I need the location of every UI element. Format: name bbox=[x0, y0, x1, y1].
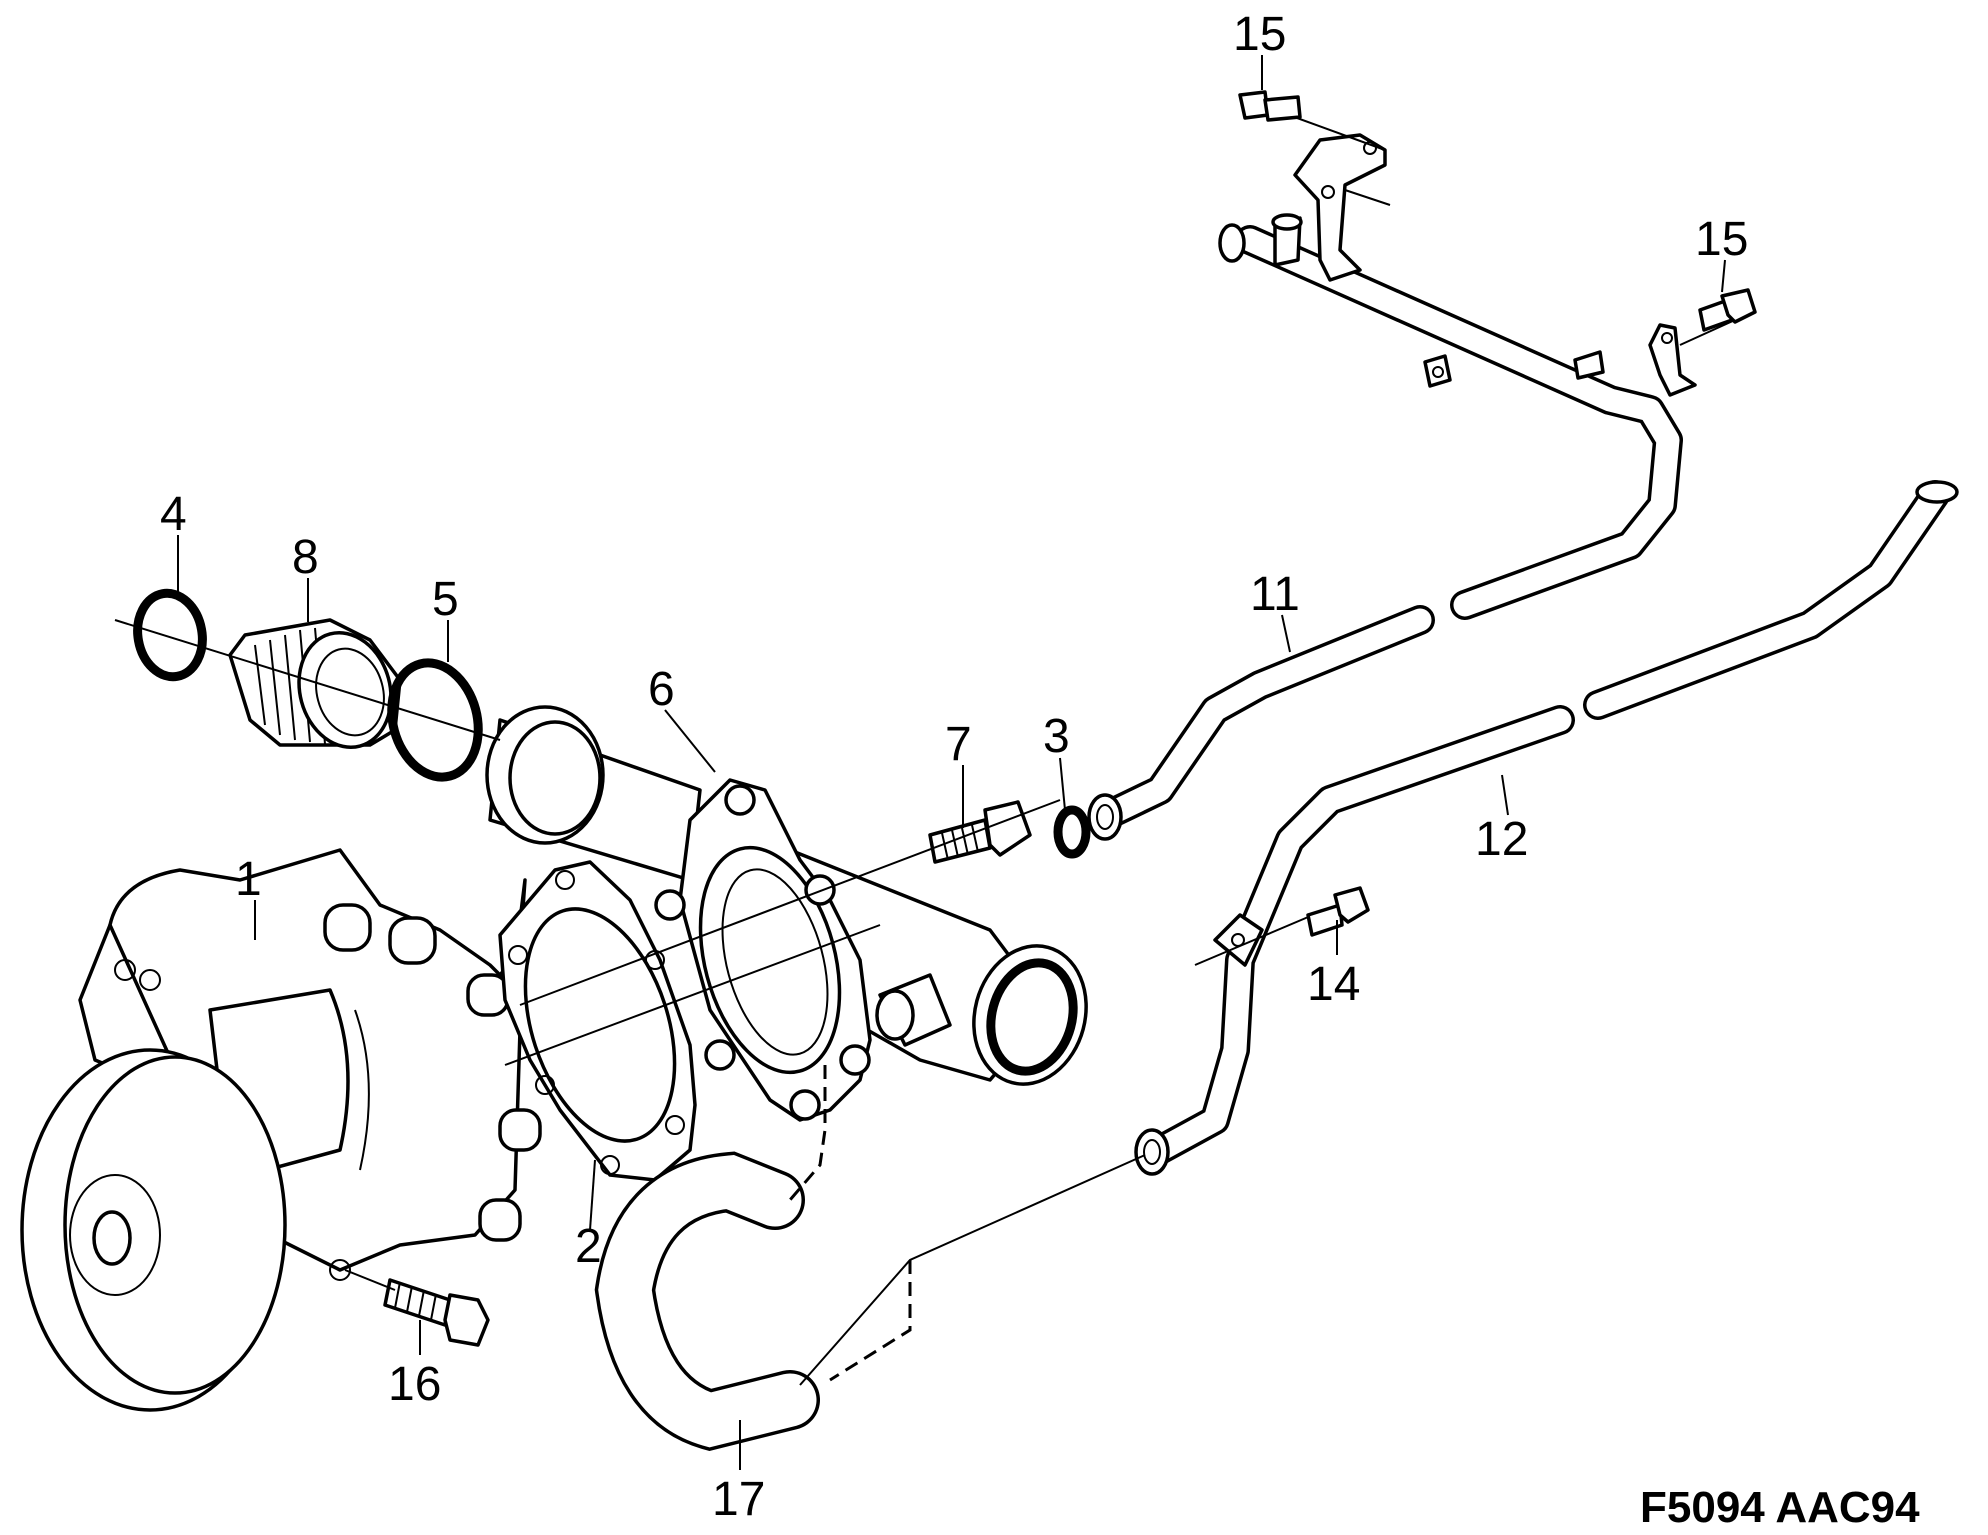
gasket-part-2 bbox=[498, 860, 697, 1182]
callout-4: 4 bbox=[160, 488, 187, 541]
callout-labels: 1 2 3 4 5 6 7 8 11 12 14 15 15 16 17 bbox=[160, 8, 1748, 1526]
callout-6: 6 bbox=[648, 663, 675, 716]
water-pump-part-1 bbox=[20, 848, 542, 1412]
leader-lines bbox=[177, 55, 1726, 1470]
o-ring-part-5 bbox=[387, 658, 483, 782]
callout-8: 8 bbox=[292, 531, 319, 584]
callout-15-upper: 15 bbox=[1233, 8, 1286, 61]
bolt-part-15-lower bbox=[1698, 288, 1757, 332]
sleeve-part-8 bbox=[228, 618, 402, 749]
callout-11: 11 bbox=[1250, 568, 1300, 621]
callout-17: 17 bbox=[712, 1473, 765, 1526]
callout-1: 1 bbox=[235, 853, 262, 906]
ring-part-3 bbox=[1053, 805, 1091, 859]
bolt-part-7 bbox=[928, 800, 1032, 864]
hose-part-17 bbox=[594, 1151, 820, 1452]
callout-16: 16 bbox=[388, 1358, 441, 1411]
pipe-part-11 bbox=[1087, 133, 1697, 841]
bolt-part-16 bbox=[383, 1278, 490, 1347]
callout-14: 14 bbox=[1307, 958, 1360, 1011]
bolt-part-14 bbox=[1306, 886, 1370, 937]
callout-15-lower: 15 bbox=[1695, 213, 1748, 266]
callout-3: 3 bbox=[1043, 710, 1070, 763]
bolt-part-15-upper bbox=[1238, 90, 1302, 122]
callout-12: 12 bbox=[1475, 813, 1528, 866]
callout-5: 5 bbox=[432, 573, 459, 626]
o-ring-part-4 bbox=[133, 588, 207, 682]
reference-code: F5094 AAC94 bbox=[1640, 1483, 1920, 1532]
pipe-part-12 bbox=[1134, 480, 1959, 1176]
thermostat-housing-part-6 bbox=[485, 705, 1088, 1122]
callout-7: 7 bbox=[945, 718, 972, 771]
callout-2: 2 bbox=[575, 1220, 602, 1273]
